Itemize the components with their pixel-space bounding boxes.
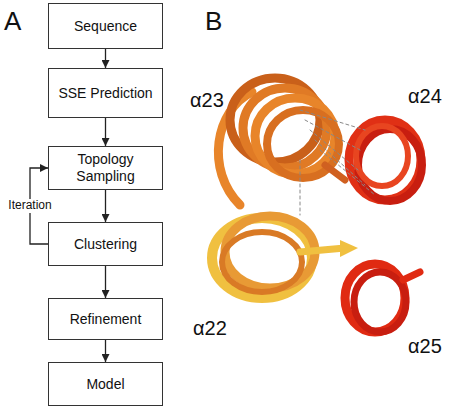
helix-label: α22 [193,318,227,338]
process-box: Sequence [48,3,163,49]
flow-arrow [105,49,106,68]
panel-letter: B [205,8,222,34]
helix-coil [349,120,421,200]
helix-coil [356,126,408,186]
box-text: Refinement [70,311,142,328]
helix-label: α24 [408,86,442,106]
flow-arrow [105,118,106,146]
helix-coil [354,272,406,332]
process-box: Clustering [48,222,163,266]
flow-arrow [105,190,106,222]
helix-end [300,248,345,252]
helix-label: α23 [190,90,224,110]
helix-end [403,272,420,280]
helix-end [325,165,345,180]
process-box: SSE Prediction [48,68,163,118]
process-box: Refinement [48,298,163,340]
helix-label: α25 [408,336,442,356]
box-text: Model [86,376,124,393]
panel-letter: A [4,8,21,34]
helix-coil [345,264,405,332]
helix-arrowhead [340,240,358,257]
box-text: Topology Sampling [55,151,156,185]
box-text: Sequence [74,18,137,35]
restraint-lines [300,110,375,215]
box-text: Clustering [74,236,137,253]
helix-drawing [212,78,422,332]
helix-coil [358,129,422,201]
flow-arrow [105,266,106,298]
process-box: Model [48,362,163,406]
edge-label: Iteration [7,199,52,212]
box-text: SSE Prediction [58,85,152,102]
process-box: Topology Sampling [48,146,163,190]
helix-coil [222,232,302,292]
flow-arrow [105,340,106,362]
